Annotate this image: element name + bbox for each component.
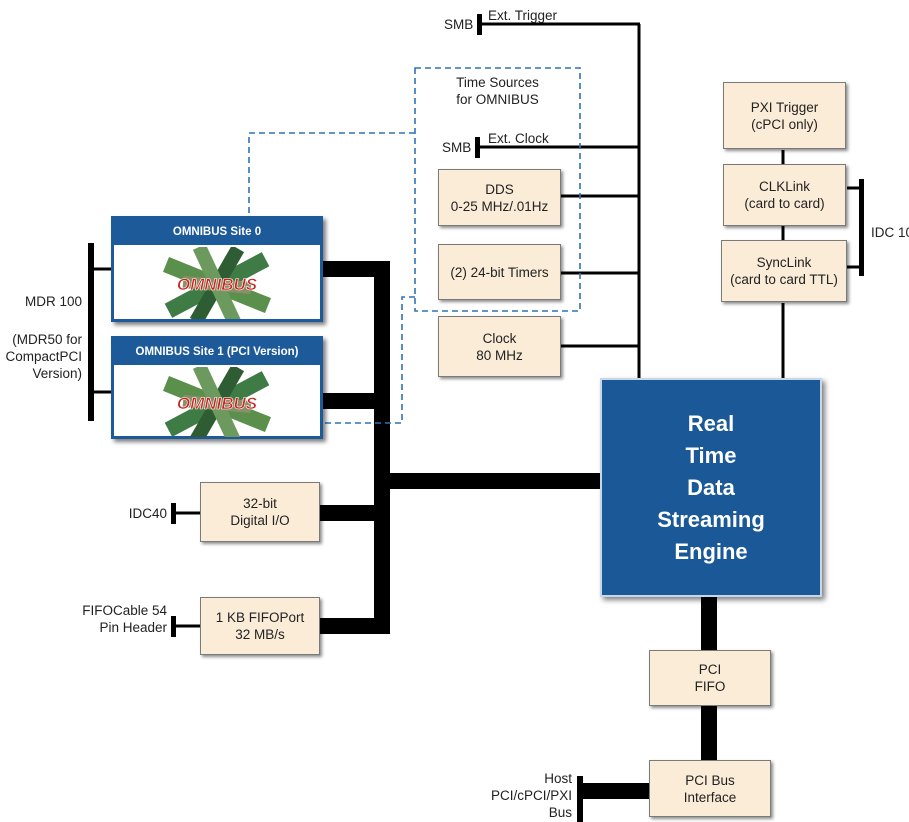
streaming-engine-block: Real Time Data Streaming Engine (600, 378, 822, 597)
bus-trunk (320, 261, 390, 634)
omnibus-site-0: OMNIBUS Site 0 OMNIBUS (111, 216, 323, 327)
omnibus-logo-image: OMNIBUS (163, 243, 271, 327)
site0-title: OMNIBUS Site 0 (114, 219, 320, 247)
clklink-box: CLKLink(card to card) (723, 164, 846, 226)
svg-text:OMNIBUS: OMNIBUS (177, 275, 258, 294)
svg-text:OMNIBUS: OMNIBUS (177, 394, 258, 413)
site0-dashed-link (248, 132, 415, 218)
mdr100-label: MDR 100 (24, 294, 82, 309)
ext-trigger-label: Ext. Trigger (488, 8, 558, 23)
smb-trigger-label: SMB (444, 17, 474, 32)
timers-box: (2) 24-bit Timers (438, 244, 561, 300)
omnibus-site-1: OMNIBUS Site 1 (PCI Version) OMNIBUS (111, 336, 323, 446)
synclink-box: SyncLink(card to card TTL) (721, 240, 847, 302)
idc40-label: IDC40 (128, 506, 167, 521)
fifocable-label: FIFOCable 54 Pin Header (82, 603, 167, 635)
site1-dashed-link (324, 296, 415, 424)
host-bus-label: Host PCI/cPCI/PXI Bus (490, 771, 572, 820)
mdr50-label: (MDR50 for CompactPCI Version) (5, 332, 82, 381)
ext-clock-label: Ext. Clock (488, 131, 549, 146)
smb-clock-label: SMB (442, 140, 472, 155)
time-sources-title: Time Sources for OMNIBUS (456, 75, 539, 107)
main-bus (320, 261, 717, 799)
site1-title: OMNIBUS Site 1 (PCI Version) (114, 339, 320, 367)
time-sources-outline (414, 67, 581, 312)
omnibus-logo-image: OMNIBUS (163, 362, 271, 446)
dashed-outlines (248, 67, 581, 424)
idc10-label: IDC 10 (871, 225, 909, 240)
pxi-trigger-box: PXI Trigger(cPCI only) (723, 82, 846, 149)
